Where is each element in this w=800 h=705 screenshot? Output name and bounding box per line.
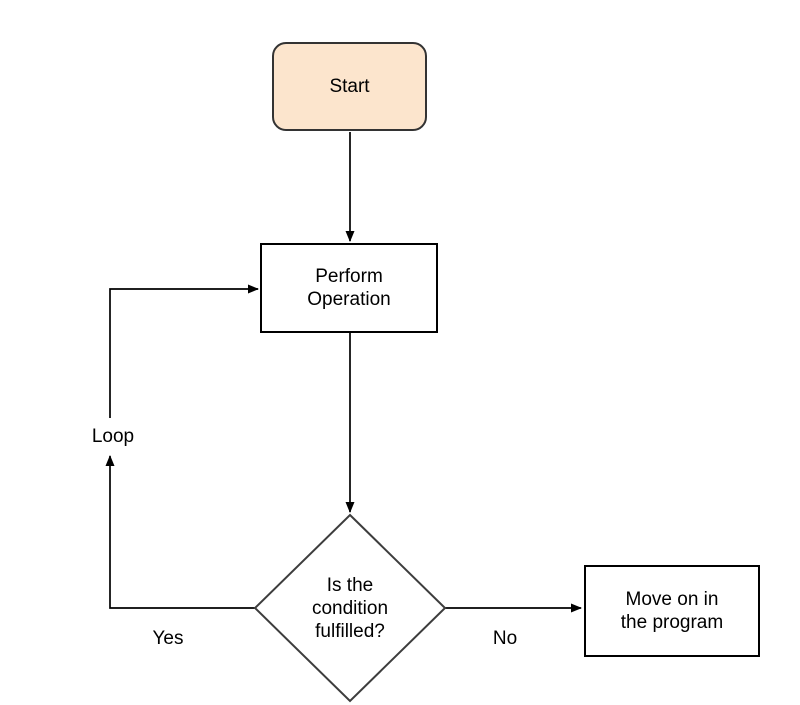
start-node-shape (272, 42, 427, 131)
process-node-shape (260, 243, 438, 333)
decision-node-shape (253, 513, 447, 703)
edge-decision-to-loop (105, 455, 255, 609)
moveon-node-shape (584, 565, 760, 657)
edge-loop-to-process (109, 284, 259, 418)
